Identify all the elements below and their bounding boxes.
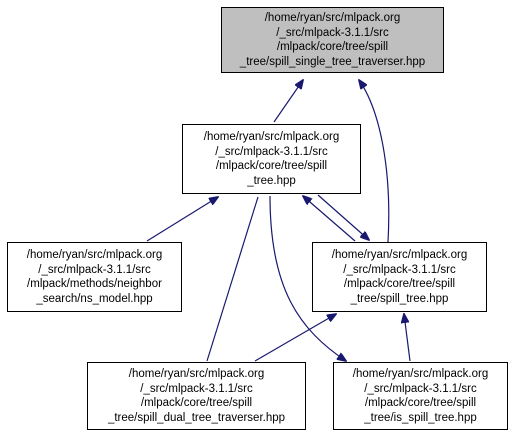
node-ns-model[interactable]: /home/ryan/src/mlpack.org /_src/mlpack-3… (7, 242, 182, 312)
node-spill-single-tree-traverser: /home/ryan/src/mlpack.org /_src/mlpack-3… (221, 7, 444, 73)
node-label: /home/ryan/src/mlpack.org /_src/mlpack-3… (26, 249, 163, 305)
edge-tree-to-spilltree (317, 194, 369, 240)
node-spill-tree-spill-tree[interactable]: /home/ryan/src/mlpack.org /_src/mlpack-3… (312, 242, 487, 312)
edge-nsmodel-to-tree (146, 197, 218, 242)
node-label: /home/ryan/src/mlpack.org /_src/mlpack-3… (352, 368, 489, 424)
edge-tree-to-isspill (269, 195, 346, 361)
node-is-spill-tree[interactable]: /home/ryan/src/mlpack.org /_src/mlpack-3… (333, 362, 508, 430)
edge-spilltree-to-single (359, 80, 390, 243)
node-label: /home/ryan/src/mlpack.org /_src/mlpack-3… (239, 12, 426, 68)
node-label: /home/ryan/src/mlpack.org /_src/mlpack-3… (107, 368, 286, 424)
edge-isspill-to-spilltree (404, 314, 411, 362)
node-spill-tree-hpp[interactable]: /home/ryan/src/mlpack.org /_src/mlpack-3… (182, 124, 361, 194)
node-label: /home/ryan/src/mlpack.org /_src/mlpack-3… (331, 249, 468, 305)
edge-tree-to-single (273, 80, 303, 123)
edge-spilltree-to-tree (303, 196, 356, 242)
edge-dual-to-tree (206, 196, 259, 362)
node-label: /home/ryan/src/mlpack.org /_src/mlpack-3… (203, 131, 340, 187)
node-spill-dual-tree-traverser[interactable]: /home/ryan/src/mlpack.org /_src/mlpack-3… (87, 362, 306, 430)
edge-dual-to-spilltree (254, 314, 336, 362)
